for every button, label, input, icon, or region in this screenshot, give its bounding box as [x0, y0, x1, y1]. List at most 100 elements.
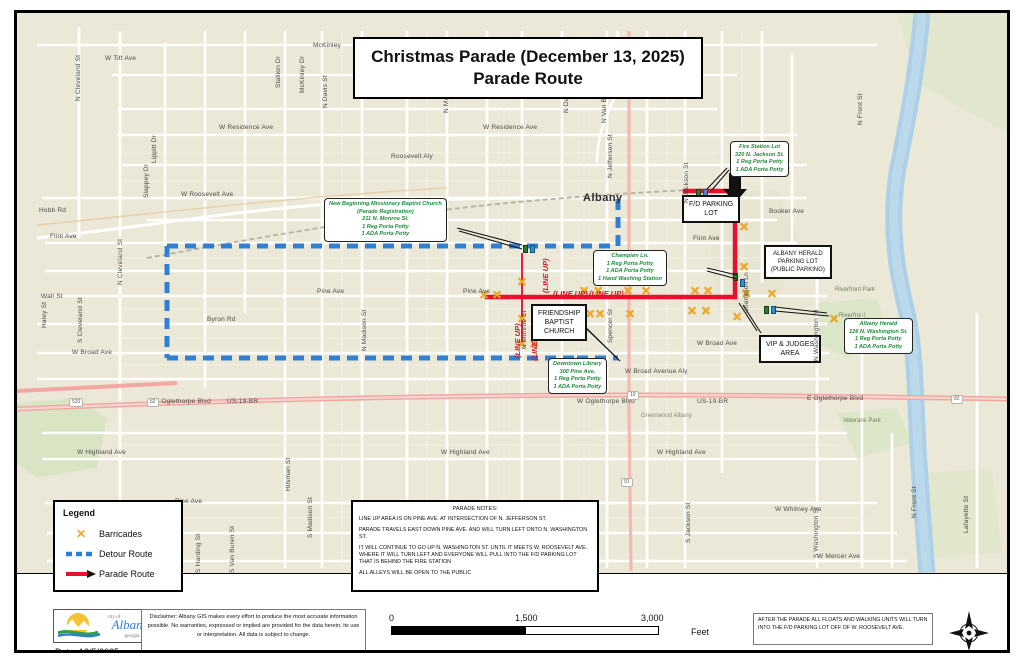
- barricade-icon: ✕: [517, 312, 528, 326]
- legend-item-label: Detour Route: [99, 549, 153, 559]
- callout-line: 211 N. Monroe St.: [362, 216, 409, 222]
- barricade-icon: ✕: [703, 284, 714, 298]
- arrow-line-icon: [63, 569, 99, 579]
- barricade-icon: ✕: [517, 337, 528, 351]
- notes-paragraph: LINE UP AREA IS ON PINE AVE. AT INTERSEC…: [359, 516, 547, 522]
- barricade-icon: ✕: [625, 307, 636, 321]
- notes-paragraph: PARADE TRAVELS EAST DOWN PINE AVE. AND W…: [359, 527, 588, 540]
- legend-box: Legend ✕ Barricades Detour Route Parad: [53, 500, 183, 592]
- barricade-icon: ✕: [579, 284, 590, 298]
- highway-shield: 82: [951, 395, 963, 404]
- callout-line: Albany Herald: [859, 321, 898, 327]
- callout-line: 1 Reg Porta Potty: [362, 223, 409, 230]
- barricade-icon: ✕: [641, 284, 652, 298]
- label-albany-herald-parking: ALBANY HERALD PARKING LOT (PUBLIC PARKIN…: [764, 245, 832, 279]
- boxed-label-line: F/D PARKING: [689, 201, 734, 208]
- callout-line: 1 Reg Porta Potty: [855, 336, 902, 342]
- callout-fire-station: Fire Station Lot 320 N. Jackson St. 1 Re…: [730, 141, 790, 177]
- scale-tick: 3,000: [641, 613, 664, 623]
- legend-item-label: Parade Route: [99, 569, 155, 579]
- callout-line: 1 ADA Porta Potty: [361, 231, 410, 237]
- place-label: Riverfront Park: [835, 287, 876, 293]
- callout-line: 300 Pine Ave.: [559, 368, 596, 375]
- label-fd-parking-lot: F/D PARKING LOT: [682, 195, 741, 223]
- barricade-icon: ✕: [690, 284, 701, 298]
- parade-notes-box: PARADE NOTES: LINE UP AREA IS ON PINE AV…: [351, 500, 599, 592]
- svg-text:Albany: Albany: [111, 617, 149, 632]
- boxed-label-line: CHURCH: [544, 328, 575, 335]
- line-up-label: (LINE UP): [513, 323, 522, 358]
- barricade-icon: ✕: [623, 284, 634, 298]
- barricade-icon: ✕: [732, 310, 743, 324]
- highway-shield: 19: [627, 391, 639, 400]
- legend-item-detour-route: Detour Route: [63, 544, 173, 564]
- barricade-x-icon: ✕: [75, 527, 87, 541]
- boxed-label-line: (PUBLIC PARKING): [771, 267, 825, 273]
- barricade-icon: ✕: [829, 312, 840, 326]
- map-geometry: [17, 13, 1007, 573]
- legend-item-barricades: ✕ Barricades: [63, 524, 173, 544]
- barricade-icon: ✕: [593, 284, 604, 298]
- scale-tick: 0: [389, 613, 395, 623]
- boxed-label-line: PARKING LOT: [778, 259, 818, 265]
- barricade-icon: ✕: [741, 287, 752, 301]
- callout-line: 1 ADA Porta Potty: [606, 268, 654, 274]
- label-vip-judges-area: VIP & JUDGES AREA: [759, 335, 822, 363]
- porta-potty-marker: [740, 279, 745, 287]
- boxed-label-line: VIP & JUDGES: [766, 341, 815, 348]
- barricade-icon: ✕: [739, 260, 750, 274]
- callout-line: 320 N. Jackson St.: [735, 151, 785, 158]
- callout-line: 1 ADA Porta Potty: [854, 343, 903, 350]
- notes-paragraph: ALL ALLEYS WILL BE OPEN TO THE PUBLIC: [359, 570, 472, 576]
- place-label: Riverfront: [839, 313, 866, 319]
- callout-new-beginning: New Beginning Missionary Baptist Church …: [324, 198, 447, 242]
- line-up-label: (LINE UP): [553, 289, 588, 298]
- scale-bar-filled: [391, 626, 525, 635]
- compass-rose: [947, 609, 991, 650]
- map-canvas[interactable]: ✕ ✕ ✕ ✕ ✕ ✕ ✕ ✕ ✕ ✕ ✕ ✕ ✕ ✕ ✕ ✕ ✕ ✕ ✕ ✕ …: [17, 13, 1007, 573]
- porta-potty-marker: [771, 306, 776, 314]
- callout-line: Fire Station Lot: [739, 144, 781, 150]
- barricade-icon: ✕: [739, 220, 750, 234]
- barricade-icon: ✕: [767, 287, 778, 301]
- scale-tick: 1,500: [515, 613, 538, 623]
- barricade-icon: ✕: [479, 288, 490, 302]
- scale-bar-empty: [525, 626, 659, 635]
- barricade-icon: ✕: [492, 288, 503, 302]
- legend-item-label: Barricades: [99, 529, 143, 539]
- porta-potty-marker: [530, 245, 535, 253]
- boxed-label-line: LOT: [704, 210, 718, 217]
- dashed-line-icon: [63, 550, 99, 558]
- barricade-icon: ✕: [701, 304, 712, 318]
- porta-potty-marker: [733, 273, 738, 281]
- title-line-2: Parade Route: [473, 69, 583, 88]
- callout-line: 126 N. Washington St.: [849, 328, 908, 335]
- porta-potty-marker: [523, 245, 528, 253]
- callout-champion-ln: Champion Ln. 1 Reg Porta Potty 1 ADA Por…: [593, 250, 667, 286]
- callout-line: 1 Reg Porta Potty: [736, 159, 783, 165]
- callout-line: Champion Ln.: [611, 253, 649, 259]
- callout-line: New Beginning Missionary Baptist Church: [329, 201, 442, 207]
- svg-text:city of: city of: [108, 615, 121, 620]
- line-up-label: (LINE UP): [589, 289, 624, 298]
- boxed-label-line: FRIENDSHIP: [538, 310, 581, 317]
- barricade-icon: ✕: [687, 304, 698, 318]
- after-parade-note-box: AFTER THE PARADE ALL FLOATS AND WALKING …: [753, 613, 933, 645]
- boxed-label-line: BAPTIST: [544, 319, 574, 326]
- legend-item-parade-route: Parade Route: [63, 564, 173, 584]
- boxed-label-line: AREA: [780, 350, 800, 357]
- legend-heading: Legend: [63, 508, 96, 518]
- callout-line: Downtown Library: [553, 361, 602, 367]
- callout-line: (Parade Registration): [357, 208, 414, 215]
- notes-heading: PARADE NOTES:: [452, 506, 498, 512]
- barricade-icon: ✕: [517, 275, 528, 289]
- city-label-albany: Albany: [583, 192, 623, 204]
- place-label: Greenwood Albany: [641, 413, 692, 419]
- line-up-label: (LINE UP): [541, 258, 550, 293]
- callout-line: 1 ADA Porta Potty: [553, 383, 602, 390]
- scale-unit-label: Feet: [691, 627, 710, 637]
- label-friendship-baptist-church: FRIENDSHIP BAPTIST CHURCH: [531, 304, 588, 341]
- highway-shield: 91: [621, 478, 633, 487]
- highway-shield: 520: [69, 398, 84, 407]
- callout-line: 1 Reg Porta Potty: [606, 260, 654, 267]
